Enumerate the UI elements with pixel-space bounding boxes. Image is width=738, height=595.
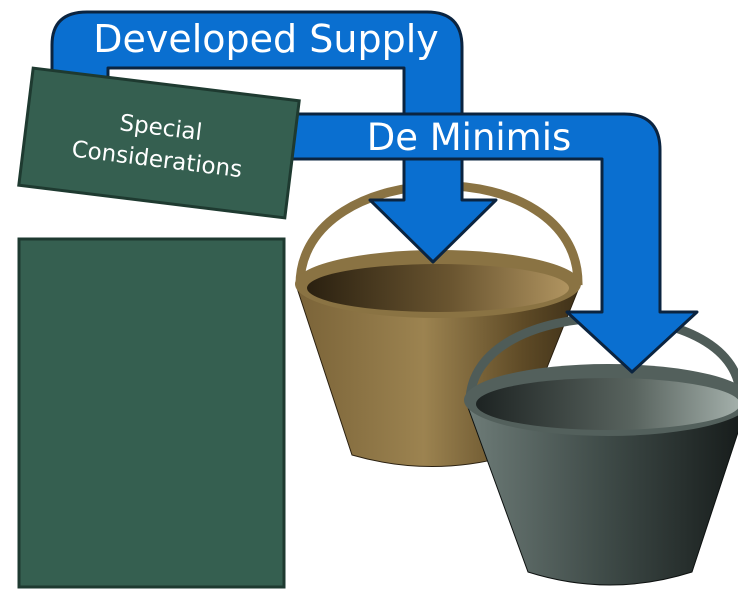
developed-supply-label: Developed Supply bbox=[93, 17, 439, 61]
gray-bucket-opening bbox=[476, 378, 738, 430]
gray-bucket-body bbox=[465, 401, 738, 586]
empty-green-box bbox=[17, 237, 286, 589]
gray-bucket bbox=[464, 313, 738, 586]
tan-bucket-opening bbox=[307, 264, 569, 312]
de-minimis-label: De Minimis bbox=[367, 116, 572, 159]
de-minimis-arrow bbox=[288, 112, 699, 374]
special-considerations-box: Special Considerations bbox=[17, 66, 301, 220]
special-considerations-rect bbox=[17, 66, 301, 220]
